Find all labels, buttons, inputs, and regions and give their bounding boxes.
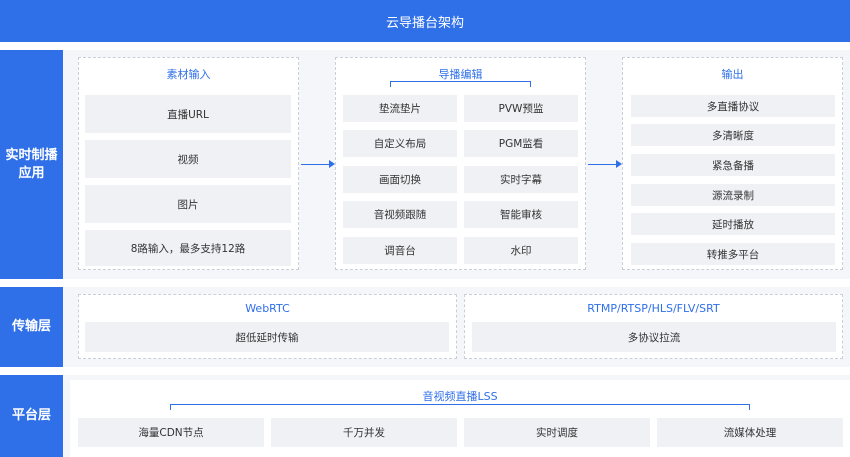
editor-bracket xyxy=(390,81,531,87)
platform-item-scheduling: 实时调度 xyxy=(464,418,650,447)
editor-panel-title: 导播编辑 xyxy=(438,68,483,81)
editor-item-filler: 垫流垫片 xyxy=(343,95,457,122)
platform-bracket xyxy=(170,404,750,410)
platform-item-concurrency: 千万并发 xyxy=(271,418,457,447)
input-panel-title: 素材输入 xyxy=(166,68,211,81)
arrow-head-input xyxy=(329,160,335,168)
output-item-restream: 转推多平台 xyxy=(631,243,835,265)
webrtc-title: WebRTC xyxy=(245,302,290,315)
output-item-resolutions: 多清晰度 xyxy=(631,124,835,146)
input-item-image: 图片 xyxy=(85,185,291,223)
platform-item-cdn: 海量CDN节点 xyxy=(78,418,264,447)
page-title: 云导播台架构 xyxy=(385,15,464,31)
editor-item-pvw: PVW预监 xyxy=(464,95,578,122)
editor-item-follow: 音视频跟随 xyxy=(343,201,457,228)
editor-item-watermark: 水印 xyxy=(464,237,578,264)
input-item-url: 直播URL xyxy=(85,95,291,133)
output-item-protocols: 多直播协议 xyxy=(631,95,835,117)
app-layer-label: 实时制播 应用 xyxy=(0,50,63,279)
editor-item-subtitles: 实时字幕 xyxy=(464,166,578,193)
platform-layer-label: 平台层 xyxy=(0,375,63,457)
protocols-title: RTMP/RTSP/HLS/FLV/SRT xyxy=(587,302,720,315)
arrow-head-editor xyxy=(616,160,622,168)
input-item-video: 视频 xyxy=(85,140,291,178)
editor-item-pgm: PGM监看 xyxy=(464,130,578,157)
platform-item-processing: 流媒体处理 xyxy=(657,418,843,447)
title-banner: 云导播台架构 xyxy=(0,0,850,42)
editor-item-mixer: 调音台 xyxy=(343,237,457,264)
output-item-delay: 延时播放 xyxy=(631,213,835,235)
editor-panel xyxy=(335,57,586,270)
editor-item-layout: 自定义布局 xyxy=(343,130,457,157)
editor-item-switch: 画面切换 xyxy=(343,166,457,193)
output-item-backup: 紧急备播 xyxy=(631,154,835,176)
output-panel-title: 输出 xyxy=(721,68,744,81)
webrtc-item: 超低延时传输 xyxy=(85,322,449,352)
arrow-editor-to-output xyxy=(588,164,616,165)
arrow-input-to-editor xyxy=(301,164,329,165)
input-item-channels: 8路输入，最多支持12路 xyxy=(85,230,291,266)
output-item-record: 源流录制 xyxy=(631,184,835,206)
editor-item-review: 智能审核 xyxy=(464,201,578,228)
transport-layer-label: 传输层 xyxy=(0,287,63,367)
protocols-item: 多协议拉流 xyxy=(472,322,836,352)
platform-title: 音视频直播LSS xyxy=(422,390,498,403)
